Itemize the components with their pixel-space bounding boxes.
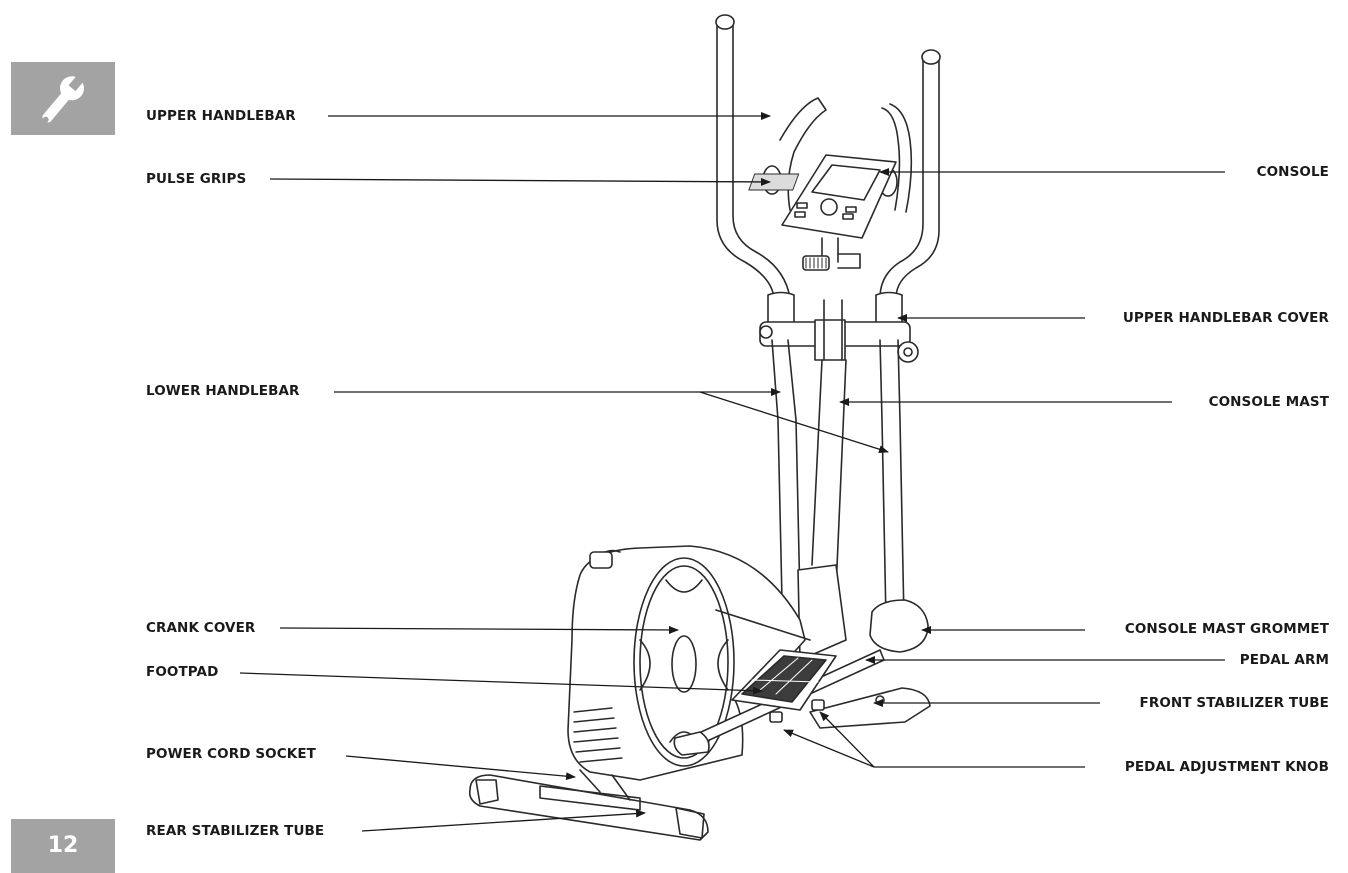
leader-pedal-adjustment-knob-b <box>819 711 875 768</box>
label-upper-handlebar-cover: UPPER HANDLEBAR COVER <box>1122 310 1329 326</box>
label-front-stabilizer-tube: FRONT STABILIZER TUBE <box>1139 695 1329 711</box>
label-rear-stabilizer-tube: REAR STABILIZER TUBE <box>146 823 325 839</box>
leader-pedal-adjustment-knob-a <box>783 729 875 768</box>
label-console: CONSOLE <box>1256 164 1329 180</box>
leader-crank-cover <box>279 625 679 634</box>
leader-pulse-grips <box>269 177 771 186</box>
console-mast <box>811 359 847 591</box>
front-stabilizer-tube <box>809 687 931 729</box>
label-lower-handlebar: LOWER HANDLEBAR <box>146 383 300 399</box>
label-console-mast-grommet: CONSOLE MAST GROMMET <box>1124 621 1329 637</box>
right-lower-handlebar <box>879 339 905 621</box>
leader-lower-handlebar-b <box>699 391 889 454</box>
label-console-mast: CONSOLE MAST <box>1208 394 1329 410</box>
console-mast-grommet <box>869 599 929 653</box>
left-upper-handlebar <box>716 23 775 299</box>
leader-footpad <box>239 672 763 695</box>
label-upper-handlebar: UPPER HANDLEBAR <box>146 108 296 124</box>
label-pulse-grips: PULSE GRIPS <box>146 171 247 187</box>
section-tab <box>11 62 115 135</box>
wrench-icon <box>42 73 86 123</box>
rear-stabilizer-tube <box>468 774 709 841</box>
label-pedal-arm: PEDAL ARM <box>1239 652 1329 668</box>
label-crank-cover: CRANK COVER <box>146 620 256 636</box>
right-upper-handlebar <box>879 59 924 299</box>
page-number: 12 <box>11 819 115 873</box>
label-power-cord-socket: POWER CORD SOCKET <box>146 746 316 762</box>
left-lower-handlebar <box>771 339 801 601</box>
leader-power-cord-socket <box>345 755 576 781</box>
leader-lines <box>239 112 1225 832</box>
label-footpad: FOOTPAD <box>146 664 219 680</box>
leader-rear-stabilizer-tube <box>361 809 646 832</box>
machine-drawing <box>468 14 941 841</box>
label-pedal-adjustment-knob: PEDAL ADJUSTMENT KNOB <box>1124 759 1329 775</box>
